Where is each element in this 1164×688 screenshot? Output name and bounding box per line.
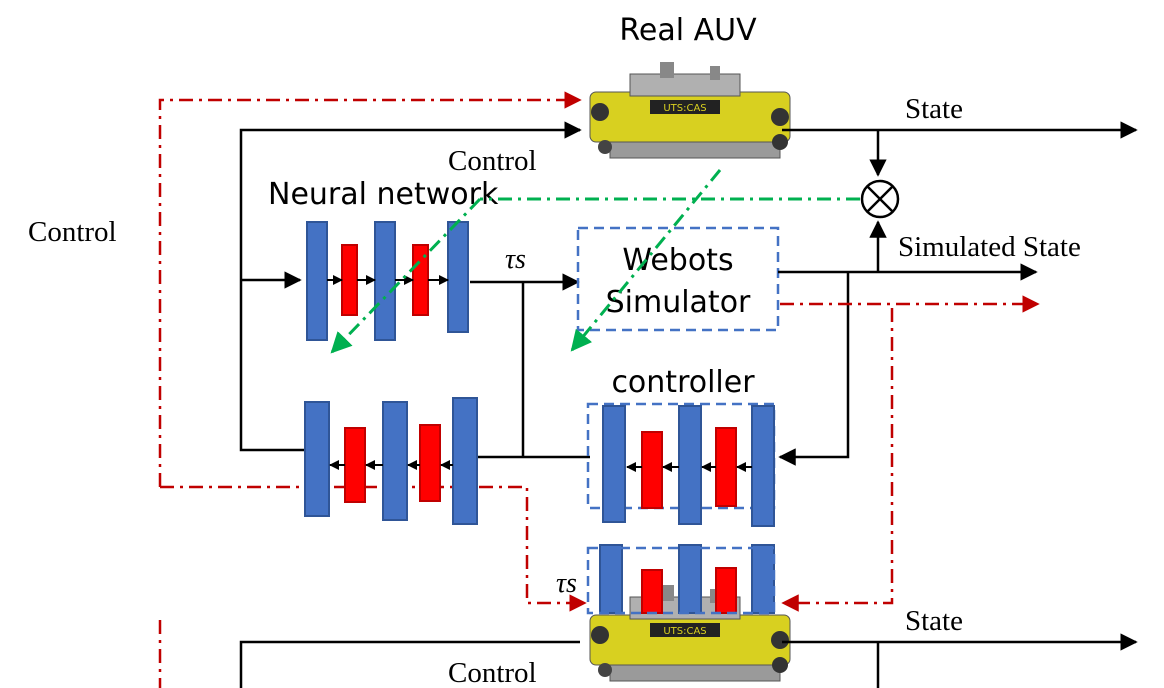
state-label-top: State [905,93,963,125]
control-dashdot-line [158,91,582,487]
gradient-to-simulator-arrow [570,169,722,352]
webots-label: Webots [622,243,733,278]
real-auv-icon [589,61,791,159]
circle-times-icon [860,179,900,219]
neural-network-label: Neural network [268,177,499,212]
simulated-state-label: Simulated State [898,231,1081,263]
control-label-bottom: Control [448,657,537,688]
real-auv-title: Real AUV [619,13,757,48]
bottom-controller-network [586,544,776,615]
webots-simulator-box [576,226,780,332]
neural-network-lower [304,397,478,525]
left-bus-line [239,128,580,452]
controller-network [602,405,775,527]
dashdot-return-arrow [781,308,894,612]
control-label-top: Control [448,145,537,177]
controller-box [586,402,776,510]
controller-label: controller [611,365,755,400]
gradient-to-nn-arrow [330,197,482,354]
control-label-left: Control [28,216,117,248]
feedback-to-controller-arrow [778,272,850,466]
tau-s-label-bottom: τs [556,568,577,599]
control-dashdot-lower [160,485,587,612]
neural-network-top [306,221,469,341]
simulator-label: Simulator [606,285,751,320]
left-bus-bottom [239,640,580,688]
tau-s-label-top: τs [505,244,526,275]
state-label-bottom: State [905,605,963,637]
